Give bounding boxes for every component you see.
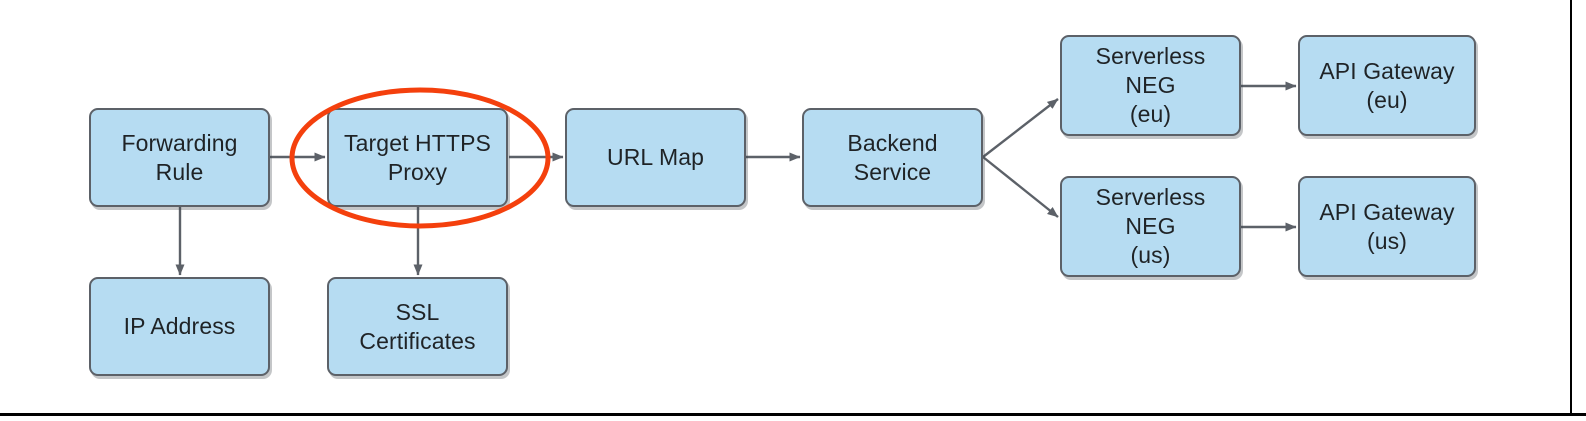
node-serverless-neg-us[interactable]: Serverless NEG (us) [1060, 176, 1241, 277]
node-label: Serverless NEG (eu) [1095, 43, 1206, 127]
node-label: URL Map [607, 144, 704, 170]
node-label: IP Address [123, 313, 236, 339]
node-label: Forwarding Rule [121, 129, 238, 185]
edge-backend-to-neg-us [982, 156, 1059, 218]
edge-backend-to-neg-eu [982, 98, 1059, 158]
node-ssl-certificates[interactable]: SSL Certificates [327, 277, 508, 376]
node-url-map[interactable]: URL Map [565, 108, 746, 207]
node-label: Target HTTPS Proxy [344, 129, 491, 185]
node-label: API Gateway (eu) [1319, 57, 1455, 113]
node-api-gateway-eu[interactable]: API Gateway (eu) [1298, 35, 1476, 136]
page-border-bottom [0, 413, 1586, 416]
node-label: Serverless NEG (us) [1095, 184, 1206, 268]
node-target-https-proxy[interactable]: Target HTTPS Proxy [327, 108, 508, 207]
node-ip-address[interactable]: IP Address [89, 277, 270, 376]
node-backend-service[interactable]: Backend Service [802, 108, 983, 207]
node-label: API Gateway (us) [1319, 198, 1455, 254]
node-serverless-neg-eu[interactable]: Serverless NEG (eu) [1060, 35, 1241, 136]
node-api-gateway-us[interactable]: API Gateway (us) [1298, 176, 1476, 277]
node-label: Backend Service [847, 129, 938, 185]
node-forwarding-rule[interactable]: Forwarding Rule [89, 108, 270, 207]
page-border-right [1570, 0, 1572, 415]
node-label: SSL Certificates [359, 298, 476, 354]
